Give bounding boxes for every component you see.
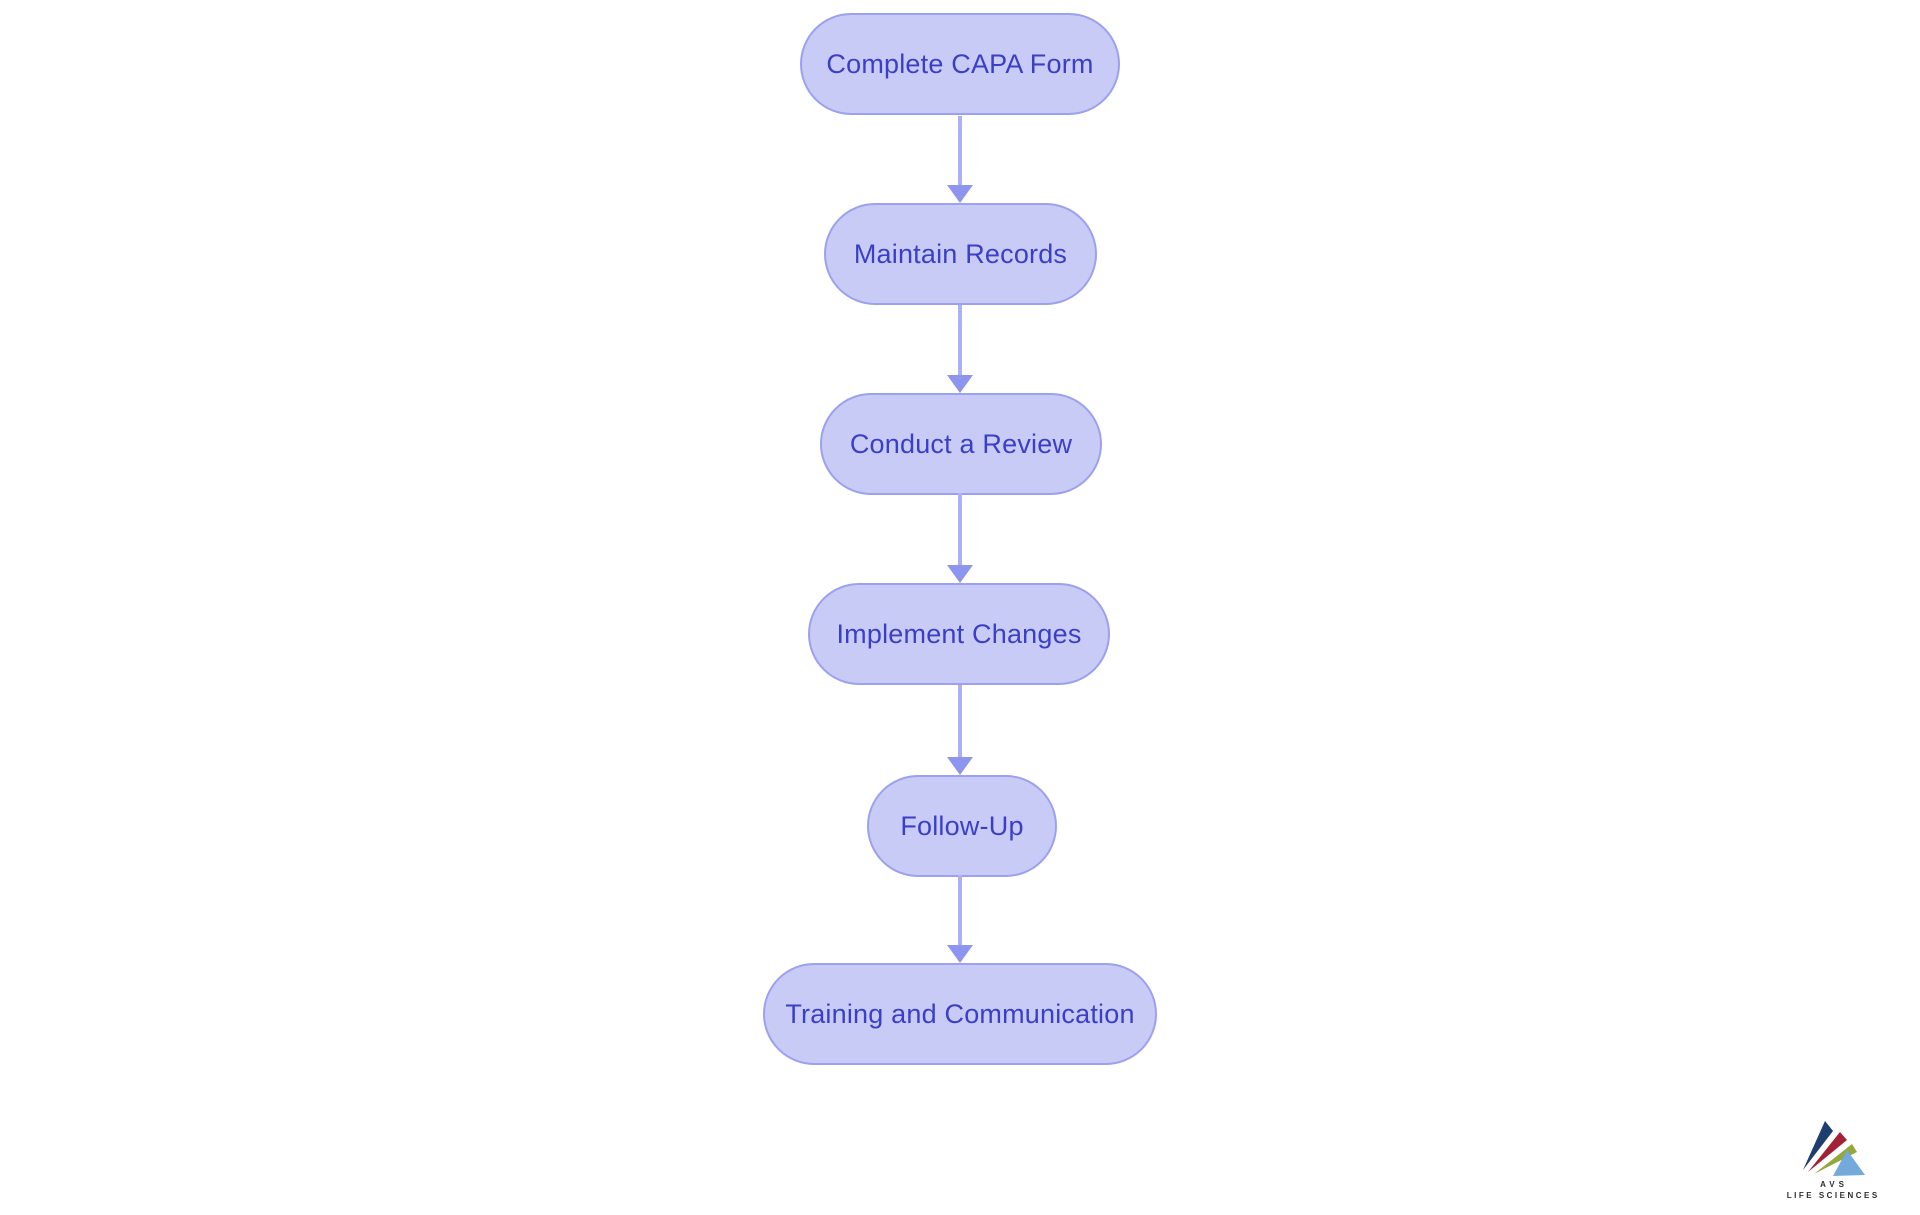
arrowhead-down-icon [947, 945, 973, 963]
arrow-line [958, 116, 962, 185]
logo-text-avs: AVS [1820, 1180, 1848, 1189]
arrowhead-down-icon [947, 375, 973, 393]
flow-arrow-1 [947, 116, 973, 203]
flow-arrow-3 [947, 493, 973, 583]
arrow-line [958, 305, 962, 375]
arrowhead-down-icon [947, 565, 973, 583]
arrow-line [958, 685, 962, 757]
flow-node-complete-capa-form: Complete CAPA Form [800, 13, 1120, 115]
flow-node-maintain-records: Maintain Records [824, 203, 1097, 305]
flow-node-implement-changes: Implement Changes [808, 583, 1110, 685]
arrow-line [958, 493, 962, 565]
flow-node-training-and-communication: Training and Communication [763, 963, 1157, 1065]
logo-text-life-sciences: LIFE SCIENCES [1786, 1191, 1880, 1200]
logo-shard-sky [1833, 1150, 1865, 1176]
logo-shard-crimson [1808, 1132, 1847, 1172]
arrow-line [958, 875, 962, 945]
flow-arrow-2 [947, 305, 973, 393]
flow-node-conduct-a-review: Conduct a Review [820, 393, 1102, 495]
flow-node-follow-up: Follow-Up [867, 775, 1057, 877]
avs-logo-icon [1803, 1121, 1865, 1176]
flow-arrow-5 [947, 875, 973, 963]
arrowhead-down-icon [947, 757, 973, 775]
avs-life-sciences-logo: AVS LIFE SCIENCES [1776, 1116, 1888, 1200]
flow-arrow-4 [947, 685, 973, 775]
logo-shard-navy [1803, 1121, 1833, 1170]
arrowhead-down-icon [947, 185, 973, 203]
